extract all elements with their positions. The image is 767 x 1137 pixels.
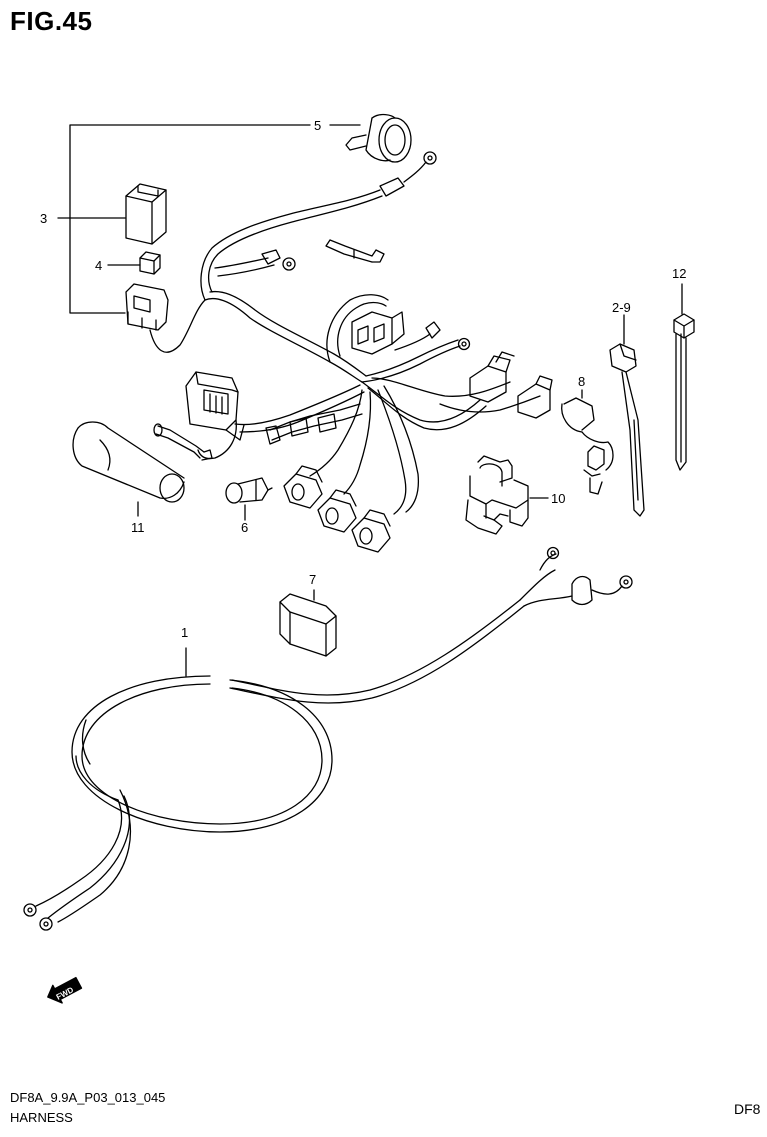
callout-11: 11 xyxy=(131,520,145,535)
cable-tie-part-12[interactable] xyxy=(673,283,695,471)
main-harness-part-1[interactable] xyxy=(23,546,633,931)
callout-1: 1 xyxy=(181,625,188,640)
forward-arrow-icon xyxy=(47,976,83,1004)
wire-harness-upper[interactable] xyxy=(153,151,553,553)
corner-code: DF8 xyxy=(734,1101,761,1117)
protector-tube-part-11[interactable] xyxy=(72,421,185,517)
relay-socket[interactable] xyxy=(125,283,206,353)
figure-title: FIG.45 xyxy=(10,6,93,36)
callout-8: 8 xyxy=(578,374,585,389)
callout-4: 4 xyxy=(95,258,102,273)
grommet-part-5[interactable] xyxy=(345,113,412,163)
callout-2-9: 2-9 xyxy=(612,300,631,315)
clip-part-8[interactable] xyxy=(561,389,614,495)
relay-part-3[interactable] xyxy=(125,183,167,245)
callout-6: 6 xyxy=(241,520,248,535)
grommet-pad-part-7[interactable] xyxy=(279,589,337,657)
part-code: DF8A_9.9A_P03_013_045 xyxy=(10,1090,166,1105)
callout-5: 5 xyxy=(314,118,321,133)
callout-10: 10 xyxy=(551,491,565,506)
part-name: HARNESS xyxy=(10,1110,73,1125)
pin-part-6[interactable] xyxy=(225,477,273,521)
callout-3: 3 xyxy=(40,211,47,226)
callout-12: 12 xyxy=(672,266,686,281)
fuse-part-4[interactable] xyxy=(139,251,161,275)
clamp-part-10[interactable] xyxy=(465,455,549,535)
cable-tie-part-2-9[interactable] xyxy=(609,314,645,517)
callout-7: 7 xyxy=(309,572,316,587)
callout-bracket xyxy=(57,124,361,314)
